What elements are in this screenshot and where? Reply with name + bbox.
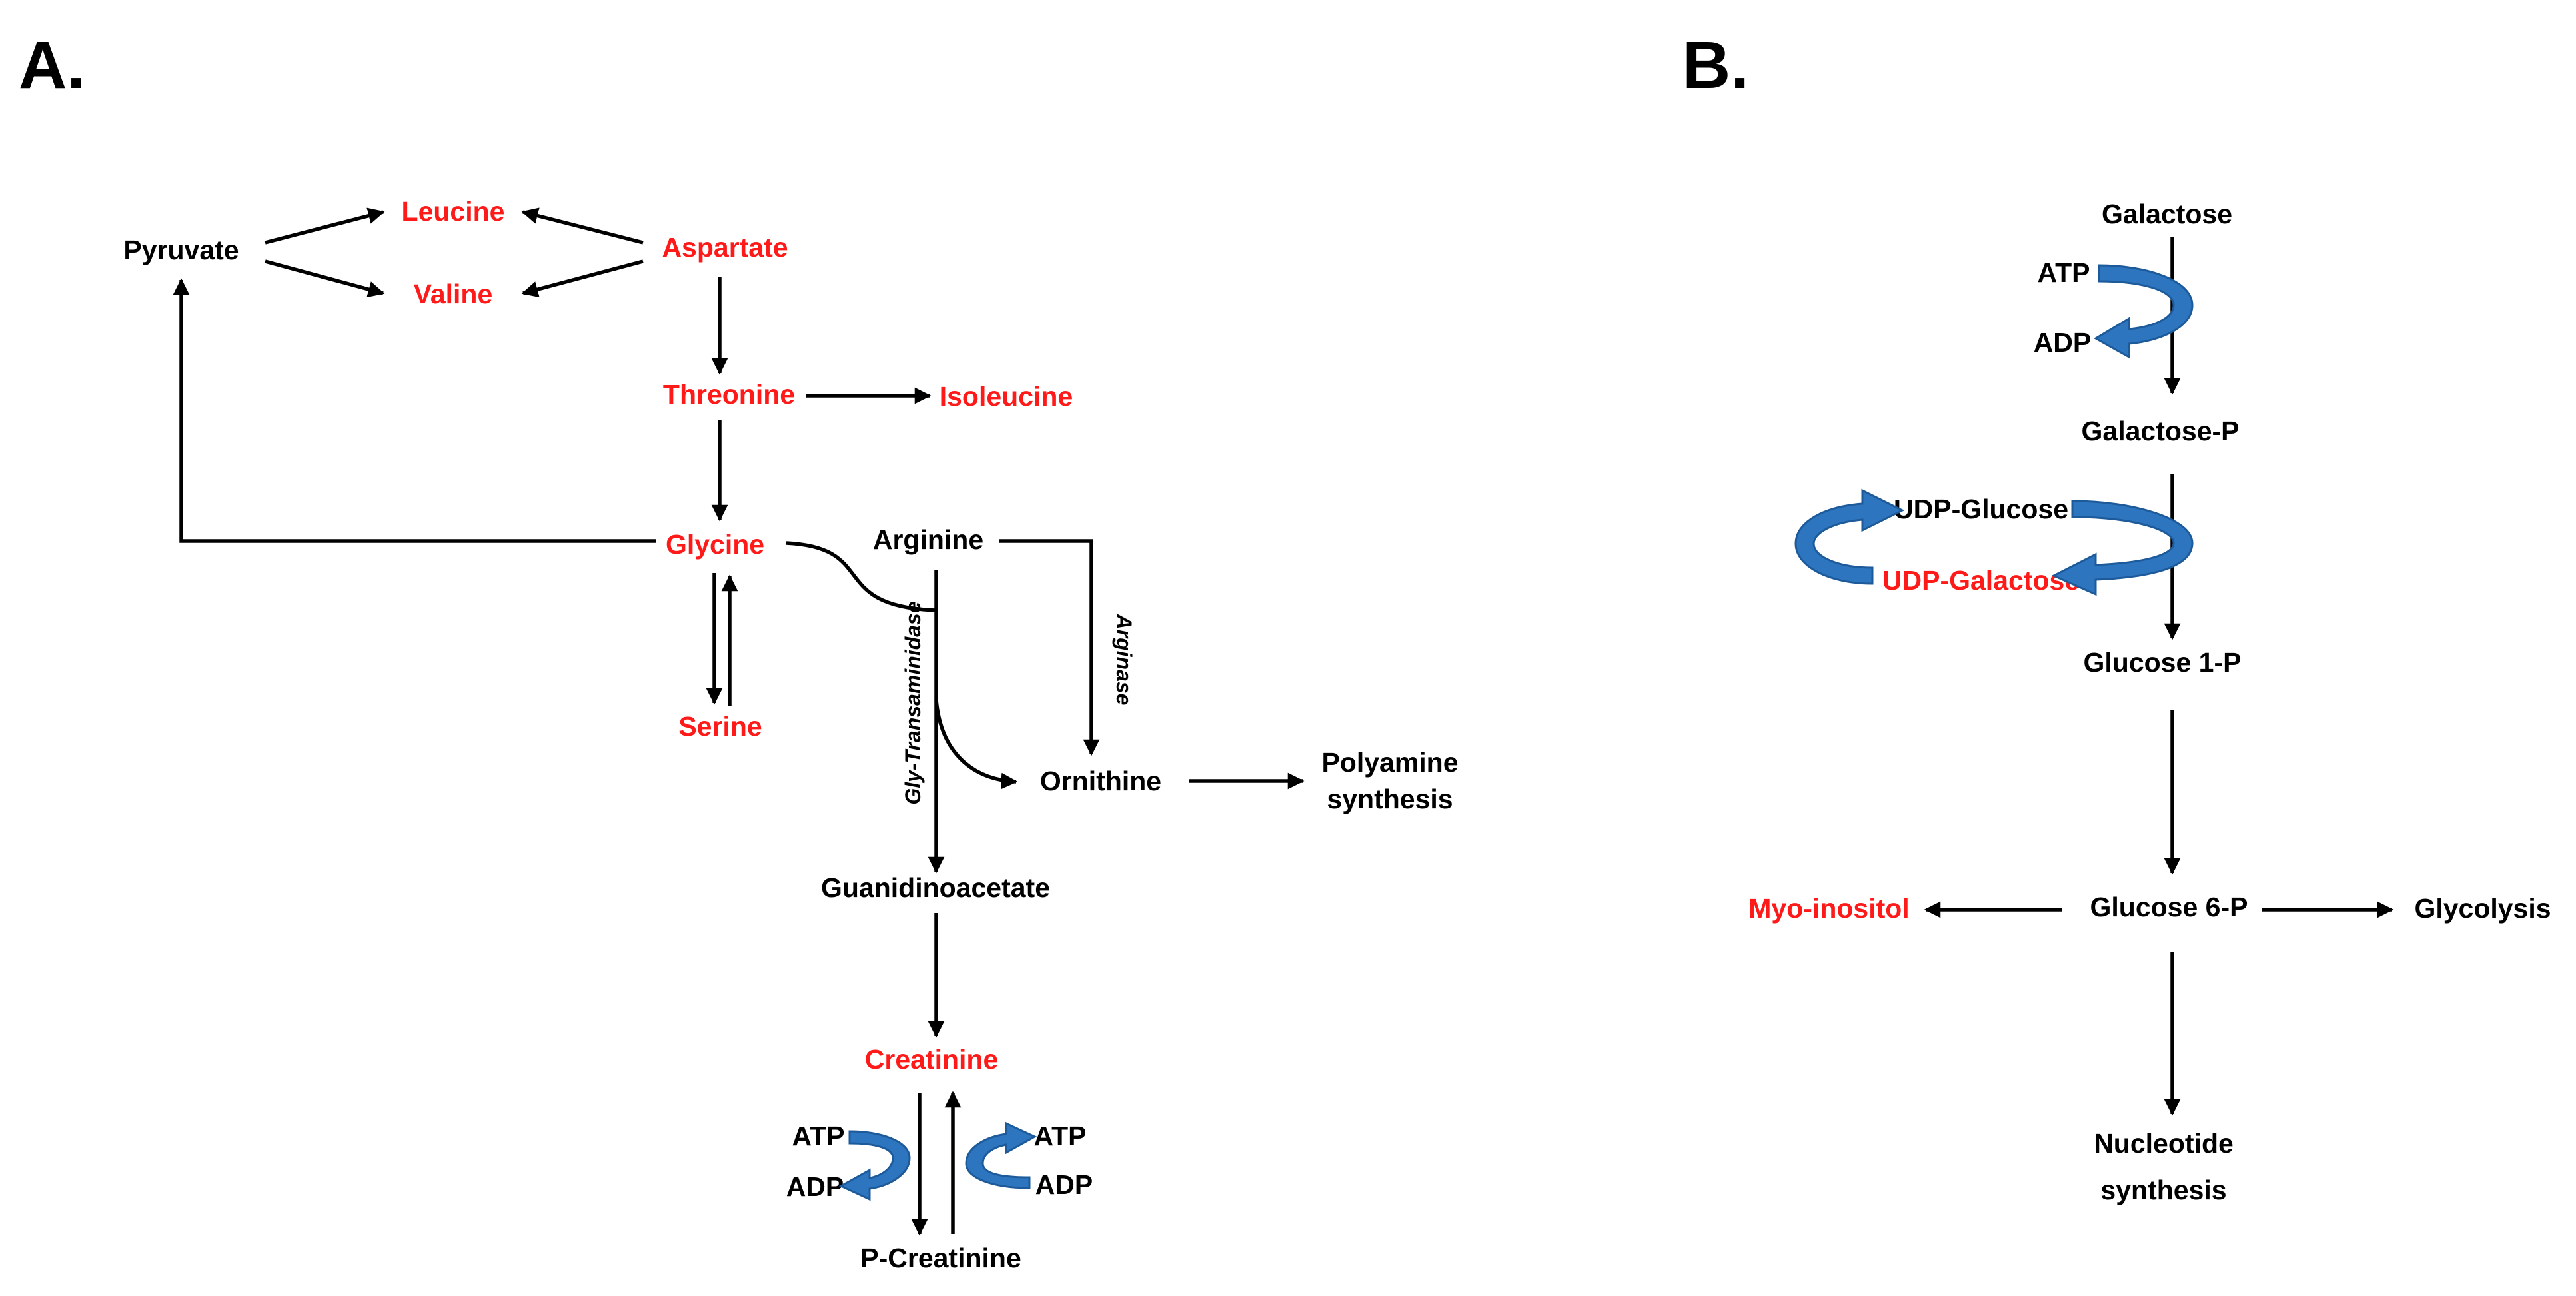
node-arginine: Arginine: [873, 524, 983, 555]
arrow-arginine-ornithine-arginase: [999, 539, 1100, 756]
node-adp: ADP: [2034, 327, 2092, 358]
node-galactose: Galactose: [2102, 199, 2232, 229]
node-atp-left: ATP: [792, 1121, 845, 1151]
arrow-aspartate-valine: [521, 259, 644, 298]
node-serine: Serine: [678, 711, 762, 742]
arrow-arginine-ornithine: [934, 699, 1018, 790]
node-glycine: Glycine: [666, 529, 764, 560]
arrow-aspartate-leucine: [521, 207, 644, 245]
enzyme-gly-transaminidase: Gly-Transaminidase: [901, 601, 925, 804]
node-adp-right: ADP: [1035, 1169, 1093, 1200]
node-nucleotide-line1: Nucleotide: [2094, 1128, 2234, 1159]
node-guanidinoacetate: Guanidinoacetate: [821, 872, 1050, 903]
curved-arrow-adp-atp-right-icon: [965, 1121, 1037, 1189]
curved-arrow-atp-adp-icon: [2094, 264, 2194, 359]
arrow-glycine-pyruvate: [173, 278, 656, 543]
node-glycolysis: Glycolysis: [2414, 893, 2551, 924]
node-ornithine: Ornithine: [1040, 766, 1161, 796]
node-nucleotide-line2: synthesis: [2100, 1175, 2226, 1205]
panel-a-label: A.: [19, 28, 85, 103]
node-polyamine-line1: Polyamine: [1321, 747, 1458, 778]
node-creatinine: Creatinine: [865, 1044, 999, 1075]
arrow-pyruvate-leucine: [265, 207, 385, 245]
node-pyruvate: Pyruvate: [123, 235, 239, 265]
node-galactose-p: Galactose-P: [2082, 416, 2240, 446]
curved-arrow-udp-glucose-icon: [2051, 500, 2194, 596]
node-myo-inositol: Myo-inositol: [1748, 893, 1909, 924]
node-p-creatinine: P-Creatinine: [860, 1243, 1021, 1273]
node-isoleucine: Isoleucine: [940, 381, 1073, 412]
node-udp-glucose: UDP-Glucose: [1894, 494, 2068, 524]
arrow-pyruvate-valine: [265, 259, 385, 298]
node-leucine: Leucine: [402, 196, 505, 227]
curved-arrow-udp-galactose-icon: [1794, 488, 1905, 585]
curved-arrow-atp-adp-left-icon: [838, 1130, 911, 1201]
node-threonine: Threonine: [663, 379, 795, 410]
enzyme-arginase: Arginase: [1112, 614, 1136, 706]
node-atp-right: ATP: [1034, 1121, 1087, 1151]
panel-b-label: B.: [1682, 28, 1749, 103]
node-udp-galactose: UDP-Galactose: [1882, 565, 2080, 596]
connector-glycine-arginine: [786, 541, 937, 612]
node-polyamine-line2: synthesis: [1327, 784, 1453, 814]
node-glucose-6p: Glucose 6-P: [2090, 892, 2248, 922]
node-adp-left: ADP: [786, 1171, 844, 1202]
node-glucose-1p: Glucose 1-P: [2084, 647, 2242, 678]
node-aspartate: Aspartate: [662, 232, 788, 263]
node-atp: ATP: [2038, 257, 2090, 288]
node-valine: Valine: [414, 279, 493, 309]
